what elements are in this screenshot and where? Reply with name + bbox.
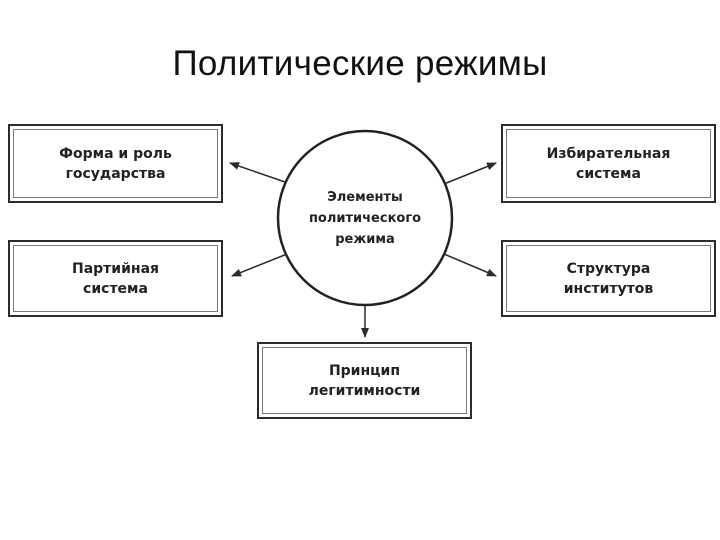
box-party-system: Партийная система [8,240,223,317]
box-structure-of-institutions-label: Структура институтов [563,260,654,297]
center-label: Элементы политического режима [308,190,422,247]
box-electoral-system: Избирательная система [501,124,716,203]
slide-title: Политические режимы [172,44,548,83]
arrow-to-party-system [231,253,288,277]
box-form-role-of-state-label: Форма и роль государства [59,145,172,182]
arrow-to-electoral-system [443,162,497,185]
box-structure-of-institutions: Структура институтов [501,240,716,317]
arrow-to-institutions [443,253,497,277]
box-form-role-of-state: Форма и роль государства [8,124,223,203]
arrow-to-form-role [229,162,286,183]
box-electoral-system-label: Избирательная система [546,145,671,182]
box-principle-of-legitimacy-label: Принцип легитимности [308,362,421,399]
box-party-system-label: Партийная система [71,260,160,297]
box-principle-of-legitimacy: Принцип легитимности [257,342,472,419]
